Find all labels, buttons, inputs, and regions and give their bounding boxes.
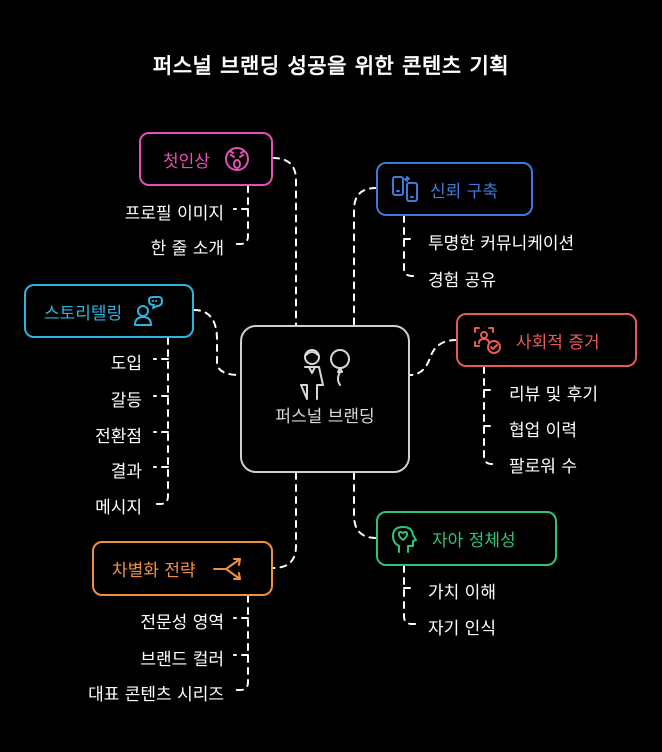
- leaf-brand-color: 브랜드 컬러: [140, 650, 224, 670]
- speaking-person-icon: [134, 296, 164, 326]
- leaf-profile-image: 프로필 이미지: [124, 204, 224, 224]
- node-storytelling-label: 스토리텔링: [44, 303, 123, 324]
- leaf-self-awareness: 자기 인식: [428, 619, 496, 639]
- connector-first-impression: [272, 157, 297, 326]
- node-differentiation[interactable]: 차별화 전략: [92, 541, 273, 596]
- node-storytelling[interactable]: 스토리텔링: [24, 284, 194, 338]
- leaf-collaboration-history: 협업 이력: [509, 421, 577, 441]
- connector-social-proof-items: [483, 366, 499, 465]
- leaf-message: 메시지: [95, 498, 142, 518]
- diverge-arrows-icon: [212, 557, 241, 580]
- verified-user-icon: [474, 327, 501, 354]
- connector-differentiation: [272, 472, 297, 569]
- connector-differentiation-items: [231, 595, 249, 691]
- leaf-conflict: 갈등: [110, 391, 142, 411]
- node-trust-label: 신뢰 구축: [430, 181, 498, 202]
- phone-sync-icon: [392, 176, 418, 202]
- leaf-transparent-communication: 투명한 커뮤니케이션: [428, 234, 575, 254]
- center-node[interactable]: 퍼스널 브랜딩: [240, 325, 410, 473]
- diagram-title: 퍼스널 브랜딩 성공을 위한 콘텐츠 기획: [152, 54, 510, 78]
- leaf-expertise-area: 전문성 영역: [140, 613, 224, 633]
- person-balloon-icon: [300, 349, 350, 400]
- connector-social-proof: [409, 339, 457, 376]
- leaf-introduction: 도입: [110, 354, 142, 374]
- node-social-proof-label: 사회적 증거: [516, 332, 600, 353]
- leaf-one-line-intro: 한 줄 소개: [150, 239, 224, 259]
- connector-trust-items: [403, 215, 419, 277]
- leaf-follower-count: 팔로워 수: [509, 457, 577, 477]
- connector-identity-items: [403, 565, 419, 625]
- node-differentiation-label: 차별화 전략: [112, 561, 196, 581]
- connector-storytelling: [193, 309, 241, 376]
- leaf-result: 결과: [110, 462, 142, 482]
- node-trust[interactable]: 신뢰 구축: [376, 162, 533, 216]
- node-identity-label: 자아 정체성: [432, 531, 516, 551]
- connector-identity: [353, 472, 377, 539]
- leaf-signature-content-series: 대표 콘텐츠 시리즈: [88, 685, 224, 705]
- node-social-proof[interactable]: 사회적 증거: [456, 313, 637, 367]
- surprised-face-icon: [224, 147, 249, 171]
- node-first-impression-label: 첫인상: [163, 151, 210, 172]
- connector-first-impression-items: [231, 185, 249, 245]
- center-label: 퍼스널 브랜딩: [275, 407, 375, 427]
- leaf-value-understanding: 가치 이해: [428, 583, 496, 603]
- node-first-impression[interactable]: 첫인상: [139, 132, 273, 186]
- leaf-turning-point: 전환점: [95, 427, 142, 447]
- head-heart-icon: [392, 525, 417, 553]
- connector-trust: [353, 187, 377, 326]
- leaf-reviews-testimonials: 리뷰 및 후기: [509, 385, 599, 405]
- node-identity[interactable]: 자아 정체성: [376, 511, 557, 566]
- connector-storytelling-items: [151, 337, 169, 505]
- leaf-experience-sharing: 경험 공유: [428, 271, 496, 291]
